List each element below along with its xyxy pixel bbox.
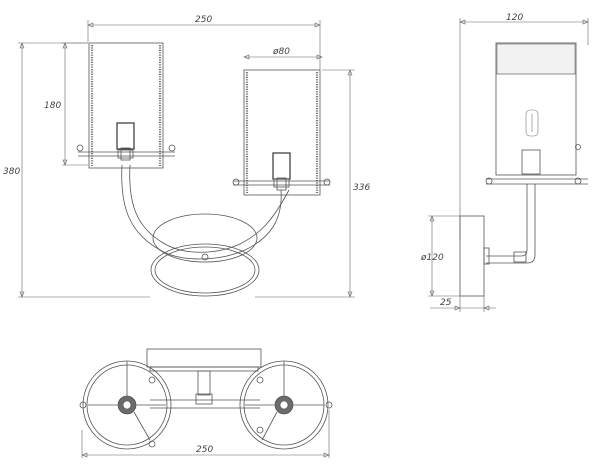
label-top-width: 250 — [196, 445, 213, 455]
top-view: 250 — [79, 348, 333, 458]
side-view: 120 — [420, 13, 589, 312]
label-backplate-depth: 25 — [440, 298, 452, 308]
side-backplate — [459, 215, 490, 297]
left-shade — [88, 42, 164, 169]
side-arm — [486, 184, 536, 264]
dim-total-height: 380 — [3, 42, 150, 298]
label-arm-height: 336 — [353, 183, 370, 193]
dim-backplate-diameter: ø120 — [420, 215, 460, 297]
dim-side-depth: 120 — [459, 13, 589, 240]
top-arm — [150, 393, 260, 409]
side-holder — [485, 144, 588, 185]
side-shade — [495, 42, 577, 176]
label-side-depth: 120 — [506, 13, 523, 23]
top-left-ring — [79, 360, 172, 450]
label-front-width: 250 — [195, 15, 212, 25]
right-shade — [243, 69, 321, 196]
dim-shade-diameter: ø80 — [243, 47, 323, 60]
dim-arm-height: 336 — [255, 69, 370, 298]
top-right-ring — [239, 360, 333, 450]
left-lamp-holder — [76, 122, 176, 161]
front-view: 250 ø80 180 380 — [3, 15, 370, 298]
base-ring — [150, 213, 260, 297]
dim-backplate-depth: 25 — [430, 296, 496, 312]
dim-top-width: 250 — [81, 410, 330, 458]
side-bulb — [521, 109, 541, 175]
right-lamp-holder — [232, 152, 331, 191]
top-backplate — [146, 348, 262, 396]
dim-shade-height: 180 — [44, 42, 88, 166]
label-backplate-diameter: ø120 — [420, 253, 444, 263]
curved-arm — [121, 164, 290, 260]
label-shade-diameter: ø80 — [272, 47, 290, 57]
label-shade-height: 180 — [44, 101, 61, 111]
label-total-height: 380 — [3, 167, 20, 177]
dim-front-width: 250 — [87, 15, 321, 70]
